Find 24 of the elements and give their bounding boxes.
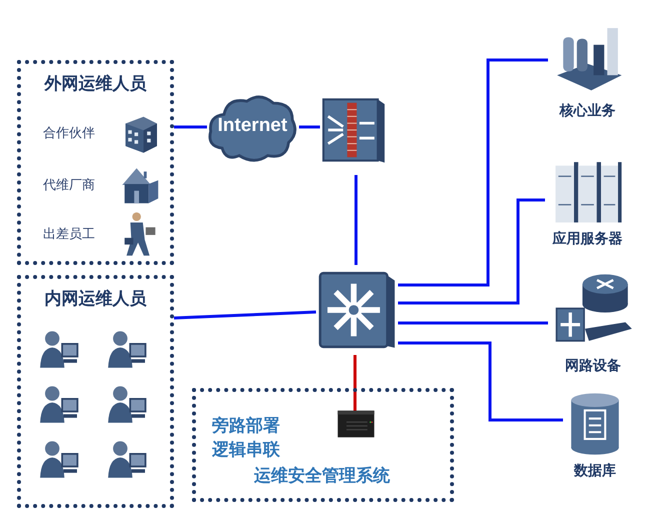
cloud-label: Internet [216, 114, 288, 136]
group-box [192, 388, 454, 502]
group-heading: 外网运维人员 [43, 73, 148, 95]
item-label: 合作伙伴 [43, 124, 95, 142]
connection-line [174, 310, 316, 320]
device-label: 核心业务 [558, 102, 616, 120]
device-label: 网路设备 [564, 357, 622, 375]
connection-line [354, 355, 356, 411]
connection-line [398, 322, 548, 324]
deployment-note: 旁路部署逻辑串联 [212, 415, 281, 462]
item-label: 代维厂商 [43, 177, 95, 194]
system-name: 运维安全管理系统 [254, 465, 390, 487]
group-box [17, 60, 174, 265]
connection-line [299, 126, 320, 128]
connection-line [398, 342, 563, 422]
device-label: 应用服务器 [551, 230, 624, 248]
group-heading: 内网运维人员 [44, 288, 148, 310]
group-box [17, 275, 174, 508]
connection-line [398, 198, 545, 304]
device-label: 数据库 [572, 462, 617, 480]
item-label: 出差员工 [43, 226, 95, 243]
connection-line [354, 175, 358, 265]
connection-line [398, 58, 548, 286]
connection-line [174, 126, 207, 128]
